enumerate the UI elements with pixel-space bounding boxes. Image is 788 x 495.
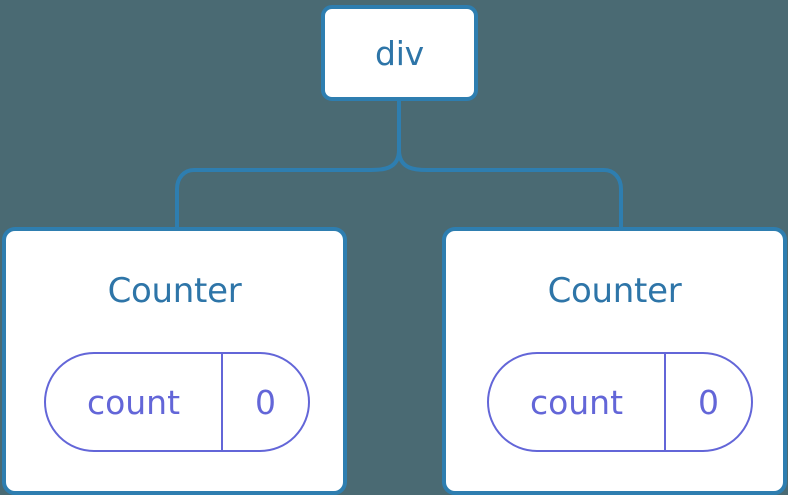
state-value-counter-2: 0 [698, 382, 719, 422]
connector-branch-left [175, 149, 401, 229]
node-counter-2-label: Counter [547, 271, 682, 311]
node-counter-2[interactable]: Counter count 0 [442, 227, 787, 495]
node-counter-1-label: Counter [107, 271, 242, 311]
state-key-counter-2: count [489, 354, 666, 450]
node-div[interactable]: div [321, 5, 478, 101]
state-value-counter-1: 0 [255, 382, 276, 422]
node-div-label: div [374, 33, 425, 73]
connector-branch-right [397, 149, 623, 229]
node-counter-1[interactable]: Counter count 0 [2, 227, 347, 495]
state-pill-counter-2[interactable]: count 0 [487, 352, 753, 452]
state-key-counter-1: count [46, 354, 223, 450]
state-pill-counter-1[interactable]: count 0 [44, 352, 310, 452]
